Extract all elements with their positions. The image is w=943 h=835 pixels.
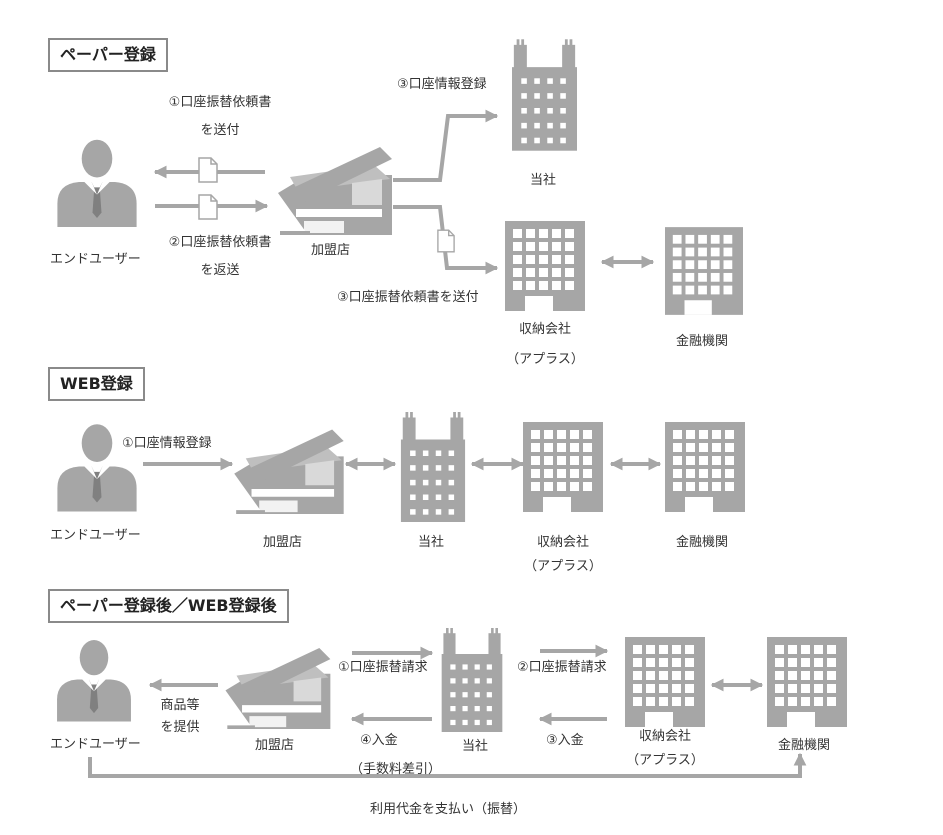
request2-label: ②口座振替請求 — [517, 660, 607, 675]
company-label: 当社 — [418, 535, 445, 550]
enduser-label: エンドユーザー — [50, 528, 141, 543]
goods-label: 商品等 を提供 — [160, 698, 200, 735]
collector-label: 収納会社 （アプラス） — [506, 322, 584, 367]
section-title-web: WEB登録 — [48, 367, 145, 401]
company-label: 当社 — [462, 739, 489, 754]
deposit4-label: ④入金 — [360, 733, 398, 748]
enduser-person-icon — [52, 132, 142, 232]
request1-label: ①口座振替請求 — [338, 660, 428, 675]
enduser-person-icon — [52, 418, 142, 515]
collector-building-icon — [523, 422, 603, 512]
store-label: 加盟店 — [263, 535, 303, 550]
fee-label: （手数料差引） — [350, 762, 442, 777]
step3a-label: ③口座情報登録 — [397, 77, 487, 92]
collector-building-icon — [625, 637, 705, 727]
document-icon — [437, 229, 455, 253]
collector-label: 収納会社 （アプラス） — [626, 729, 704, 768]
bank-building-icon — [665, 227, 743, 315]
bank-label: 金融機関 — [676, 334, 729, 349]
bank-building-icon — [665, 422, 745, 512]
company-label: 当社 — [530, 173, 557, 188]
section-title-paper: ペーパー登録 — [48, 38, 168, 72]
section-title-after: ペーパー登録後／WEB登録後 — [48, 589, 289, 623]
bank-label: 金融機関 — [676, 535, 729, 550]
enduser-label: エンドユーザー — [50, 252, 141, 267]
payment-label: 利用代金を支払い（振替） — [370, 802, 527, 817]
company-tower-icon — [440, 628, 504, 732]
document-icon — [198, 157, 218, 183]
enduser-person-icon — [52, 632, 136, 727]
store-label: 加盟店 — [311, 243, 351, 258]
bank-building-icon — [767, 637, 847, 727]
store-icon — [228, 418, 348, 514]
deposit3-label: ③入金 — [546, 733, 584, 748]
collector-label: 収納会社 （アプラス） — [524, 535, 602, 574]
step1-label: ①口座振替依頼書 を送付 — [168, 95, 272, 138]
step3b-label: ③口座振替依頼書を送付 — [337, 290, 479, 305]
store-icon — [274, 135, 394, 235]
company-tower-icon — [512, 30, 577, 160]
store-icon — [218, 637, 336, 729]
company-tower-icon — [400, 412, 466, 522]
store-label: 加盟店 — [255, 738, 295, 753]
document-icon — [198, 194, 218, 220]
web-step1-label: ①口座情報登録 — [122, 436, 212, 451]
step2-label: ②口座振替依頼書 を返送 — [168, 235, 272, 278]
collector-building-icon — [505, 221, 585, 311]
enduser-label: エンドユーザー — [50, 737, 141, 752]
arrow-register-company — [393, 109, 499, 182]
arrow-payment-transfer — [88, 752, 807, 778]
bank-label: 金融機関 — [778, 738, 831, 753]
